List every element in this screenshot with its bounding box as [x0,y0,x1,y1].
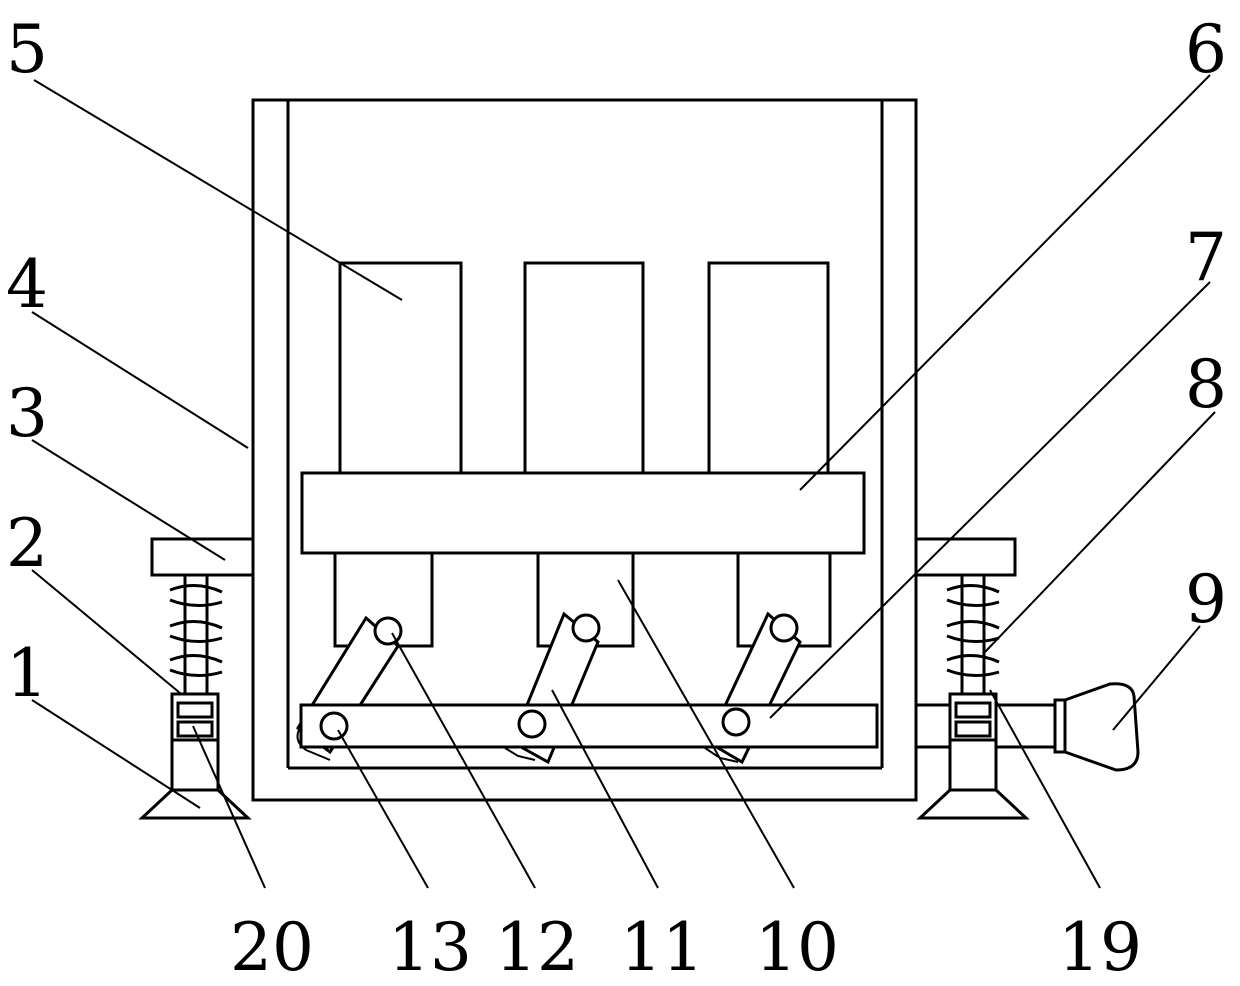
label-6: 6 [1185,11,1227,88]
right-leg [920,575,1026,818]
label-2: 2 [6,505,48,582]
label-5: 5 [6,11,48,88]
upper-blocks [340,263,828,473]
label-12: 12 [495,909,579,986]
label-1: 1 [6,635,48,712]
label-8: 8 [1185,346,1227,423]
label-20: 20 [230,909,314,986]
label-10: 10 [755,909,839,986]
label-3: 3 [6,375,48,452]
label-11: 11 [620,909,704,986]
label-4: 4 [6,246,48,323]
label-13: 13 [388,909,472,986]
horizontal-plate [302,473,864,553]
label-7: 7 [1185,219,1227,296]
label-9: 9 [1185,561,1227,638]
label-19: 19 [1058,909,1142,986]
